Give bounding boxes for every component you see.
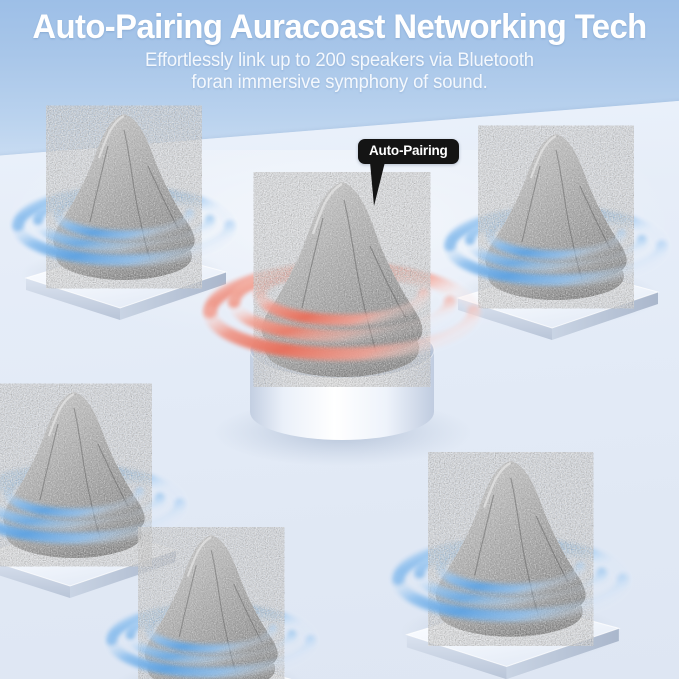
page-title: Auto-Pairing Auracoast Networking Tech	[32, 8, 647, 46]
rock-speaker-with-blue-rings	[0, 392, 180, 598]
headline-block: Auto-Pairing Auracoast Networking Tech E…	[0, 0, 679, 95]
callout-tail-icon	[370, 162, 385, 206]
page-subtitle-line-2: foran immersive symphony of sound.	[191, 72, 488, 94]
speaker-bottom-edge	[104, 596, 344, 679]
speaker-mid-left	[0, 348, 206, 598]
page-subtitle-line-1: Effortlessly link up to 200 speakers via…	[145, 50, 534, 72]
auto-pairing-callout-label: Auto-Pairing	[358, 139, 459, 164]
speaker-center-main	[196, 160, 492, 470]
rock-speaker-with-blue-rings	[398, 461, 623, 679]
auto-pairing-callout: Auto-Pairing	[358, 139, 459, 206]
rock-speaker-with-red-rings	[210, 182, 474, 466]
page-subtitle: Effortlessly link up to 200 speakers via…	[10, 50, 669, 95]
